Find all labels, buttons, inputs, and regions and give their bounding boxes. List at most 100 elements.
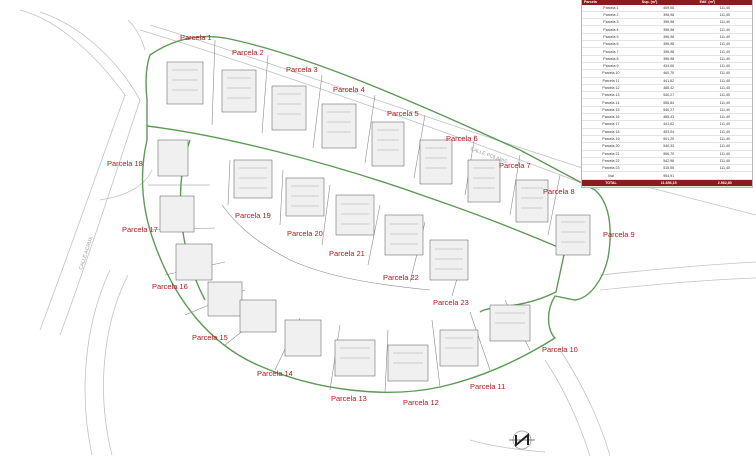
cell-built: 111,40 bbox=[697, 62, 752, 71]
cell-parcel: Parcela 5 bbox=[582, 33, 640, 42]
cell-parcel: Parcela 13 bbox=[582, 91, 640, 100]
cell-parcel: Parcela 15 bbox=[582, 106, 640, 115]
total-cell: 11.656,15 bbox=[639, 179, 698, 187]
cell-area: 441,62 bbox=[639, 77, 698, 85]
cell-area: 396,98 bbox=[639, 40, 698, 49]
cell-built: 111,40 bbox=[697, 11, 752, 20]
cell-parcel: Parcela 3 bbox=[582, 18, 640, 27]
parcel-label-14: Parcela 14 bbox=[257, 369, 293, 378]
cell-parcel: Parcela 7 bbox=[582, 47, 640, 56]
cell-built: 111,40 bbox=[697, 164, 752, 173]
parcel-label-7: Parcela 7 bbox=[499, 161, 531, 170]
cell-area: 556,84 bbox=[639, 98, 698, 107]
cell-parcel: Parcela 1 bbox=[582, 4, 640, 12]
cell-built: 111,40 bbox=[697, 18, 752, 27]
total-cell: 2.562,80 bbox=[697, 179, 752, 187]
cell-built: 111,40 bbox=[697, 91, 752, 100]
cell-built: 111,40 bbox=[697, 113, 752, 122]
cell-area: 540,27 bbox=[639, 91, 698, 100]
cell-built: 111,40 bbox=[697, 33, 752, 42]
cell-built: 111,40 bbox=[697, 4, 752, 12]
cell-built: 111,40 bbox=[697, 142, 752, 151]
parcel-label-20: Parcela 20 bbox=[287, 229, 323, 238]
cell-built: 111,40 bbox=[697, 55, 752, 63]
cell-built: 111,40 bbox=[697, 69, 752, 78]
cell-built: 111,40 bbox=[697, 120, 752, 129]
parcel-label-4: Parcela 4 bbox=[333, 85, 365, 94]
cell-built: 111,40 bbox=[697, 47, 752, 56]
north-arrow-icon bbox=[509, 430, 535, 450]
parcel-label-10: Parcela 10 bbox=[542, 345, 578, 354]
cell-area: 409,06 bbox=[639, 4, 698, 12]
cell-area: 485,43 bbox=[639, 113, 698, 122]
parcel-label-16: Parcela 16 bbox=[152, 282, 188, 291]
header-built: Edif. (m²) bbox=[697, 0, 752, 5]
cell-parcel: Parcela 10 bbox=[582, 69, 640, 78]
cell-built: 111,40 bbox=[697, 106, 752, 115]
cell-parcel: Parcela 16 bbox=[582, 113, 640, 122]
parcel-label-12: Parcela 12 bbox=[403, 398, 439, 407]
cell-area: 453,04 bbox=[639, 128, 698, 136]
cell-built bbox=[697, 171, 752, 180]
total-cell: TOTAL bbox=[582, 179, 640, 187]
cell-area: 542,98 bbox=[639, 157, 698, 166]
cell-parcel: Parcela 21 bbox=[582, 150, 640, 158]
cell-built: 111,40 bbox=[697, 157, 752, 166]
parcel-label-6: Parcela 6 bbox=[446, 134, 478, 143]
header-area: Sup. (m²) bbox=[639, 0, 698, 5]
cell-parcel: Parcela 9 bbox=[582, 62, 640, 71]
cell-area: 441,62 bbox=[639, 120, 698, 129]
parcel-label-8: Parcela 8 bbox=[543, 187, 575, 196]
cell-parcel: Parcela 19 bbox=[582, 135, 640, 144]
parcel-label-17: Parcela 17 bbox=[122, 225, 158, 234]
street-label-acrux: CALLE ACRUX bbox=[78, 235, 95, 270]
parcel-label-9: Parcela 9 bbox=[603, 230, 635, 239]
cell-area: 396,98 bbox=[639, 11, 698, 20]
cell-area: 434,06 bbox=[639, 62, 698, 71]
cell-parcel: Parcela 17 bbox=[582, 120, 640, 129]
parcel-label-21: Parcela 21 bbox=[329, 249, 365, 258]
cell-built: 111,40 bbox=[697, 40, 752, 49]
cell-parcel: Vial bbox=[582, 171, 640, 180]
cell-area: 501,20 bbox=[639, 135, 698, 144]
cell-built: 111,40 bbox=[697, 135, 752, 144]
parcel-label-2: Parcela 2 bbox=[232, 48, 264, 57]
cell-parcel: Parcela 11 bbox=[582, 77, 640, 85]
cell-parcel: Parcela 4 bbox=[582, 25, 640, 34]
house-details bbox=[172, 69, 585, 364]
cell-area: 396,98 bbox=[639, 25, 698, 34]
parcel-label-13: Parcela 13 bbox=[331, 394, 367, 403]
cell-parcel: Parcela 8 bbox=[582, 55, 640, 63]
cell-area: 396,98 bbox=[639, 18, 698, 27]
parcel-label-15: Parcela 15 bbox=[192, 333, 228, 342]
cell-area: 396,98 bbox=[639, 33, 698, 42]
cell-area: 540,33 bbox=[639, 142, 698, 151]
houses bbox=[157, 61, 591, 382]
cell-built: 111,40 bbox=[697, 150, 752, 158]
parcel-label-3: Parcela 3 bbox=[286, 65, 318, 74]
cell-built: 111,40 bbox=[697, 77, 752, 85]
